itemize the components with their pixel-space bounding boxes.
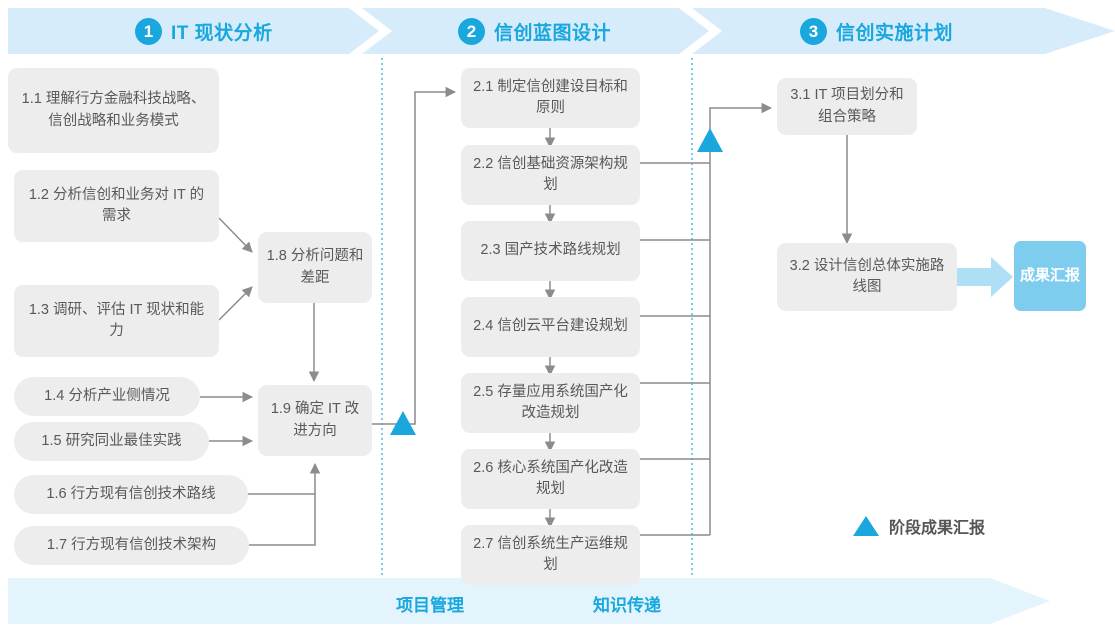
task-box-2-2[interactable]: 2.2 信创基础资源架构规划 xyxy=(461,145,640,205)
task-box-1-2[interactable]: 1.2 分析信创和业务对 IT 的需求 xyxy=(14,170,219,242)
phase-number-2: 2 xyxy=(458,17,485,45)
bottom-band-label-project-management[interactable]: 项目管理 xyxy=(396,596,464,615)
connector-1-3-to-1-8 xyxy=(218,286,253,321)
task-box-2-5[interactable]: 2.5 存量应用系统国产化改造规划 xyxy=(461,373,640,433)
phase-title-3: 信创实施计划 xyxy=(836,22,954,44)
phase-header-3[interactable]: 3 信创实施计划 xyxy=(800,8,953,54)
task-box-1-1[interactable]: 1.1 理解行方金融科技战略、信创战略和业务模式 xyxy=(8,68,219,153)
connector-1-9-to-2-1 xyxy=(372,86,457,425)
milestone-triangle-phase1 xyxy=(390,411,416,435)
triangle-marker-icon xyxy=(853,516,879,536)
milestone-triangle-phase2 xyxy=(697,128,723,152)
task-box-1-4[interactable]: 1.4 分析产业侧情况 xyxy=(14,377,200,416)
connector-1-2-to-1-8 xyxy=(218,217,253,253)
task-box-1-9[interactable]: 1.9 确定 IT 改进方向 xyxy=(258,385,372,456)
phase-title-2: 信创蓝图设计 xyxy=(494,22,612,44)
task-box-3-1[interactable]: 3.1 IT 项目划分和组合策略 xyxy=(777,78,917,135)
phase-header-2[interactable]: 2 信创蓝图设计 xyxy=(458,8,611,54)
task-box-2-4[interactable]: 2.4 信创云平台建设规划 xyxy=(461,297,640,357)
legend-label: 阶段成果汇报 xyxy=(889,520,986,537)
task-box-1-6[interactable]: 1.6 行方现有信创技术路线 xyxy=(14,475,248,514)
phase-separator-1 xyxy=(349,8,392,54)
task-box-2-3[interactable]: 2.3 国产技术路线规划 xyxy=(461,221,640,281)
task-box-1-8[interactable]: 1.8 分析问题和差距 xyxy=(258,232,372,303)
phase-separator-2 xyxy=(679,8,722,54)
bottom-band-label-knowledge-transfer[interactable]: 知识传递 xyxy=(593,596,661,615)
task-box-2-7[interactable]: 2.7 信创系统生产运维规划 xyxy=(461,525,640,585)
phase-header-1[interactable]: 1 IT 现状分析 xyxy=(135,8,273,54)
phase-title-1: IT 现状分析 xyxy=(171,22,273,44)
task-box-2-1[interactable]: 2.1 制定信创建设目标和原则 xyxy=(461,68,640,128)
result-report-badge[interactable]: 成果汇报 xyxy=(1014,241,1086,311)
phase-number-1: 1 xyxy=(135,17,162,45)
task-box-3-2[interactable]: 3.2 设计信创总体实施路线图 xyxy=(777,243,957,311)
task-box-1-7[interactable]: 1.7 行方现有信创技术架构 xyxy=(14,526,249,565)
thick-arrow-to-result xyxy=(957,257,1013,297)
connector-bus-to-3-1 xyxy=(709,102,773,163)
task-box-2-6[interactable]: 2.6 核心系统国产化改造规划 xyxy=(461,449,640,509)
phase-number-3: 3 xyxy=(800,17,827,45)
connector-1-7-to-1-9 xyxy=(249,494,316,546)
task-box-1-5[interactable]: 1.5 研究同业最佳实践 xyxy=(14,422,209,461)
legend-milestone: 阶段成果汇报 xyxy=(853,514,985,538)
connector-1-6-to-1-9 xyxy=(248,462,321,495)
task-box-1-3[interactable]: 1.3 调研、评估 IT 现状和能力 xyxy=(14,285,219,357)
